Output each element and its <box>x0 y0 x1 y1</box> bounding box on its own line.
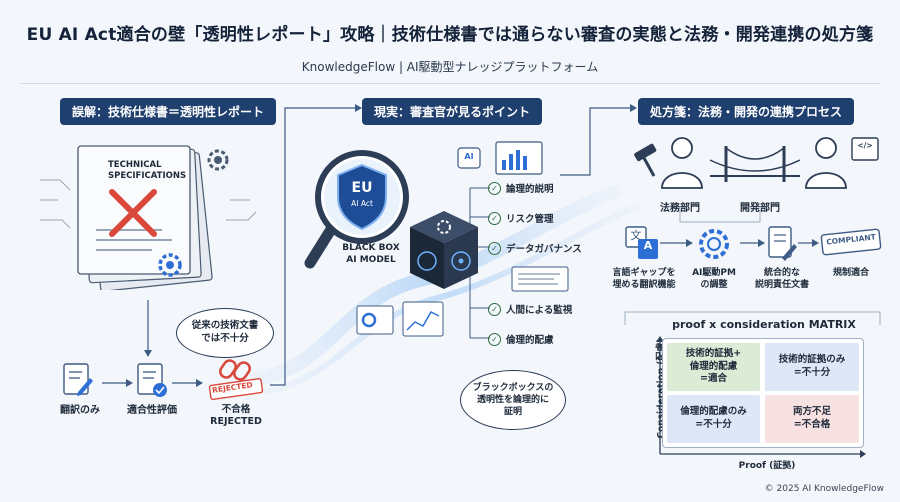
translate-glyph-ja: 文 <box>630 229 642 242</box>
matrix-cell-consideration-only: 倫理的配慮のみ =不十分 <box>667 395 760 443</box>
magnifier-icon <box>304 150 409 269</box>
matrix-x-axis-label: Proof (証拠) <box>738 461 796 471</box>
check-human-oversight: ✓人間による監視 <box>488 302 572 316</box>
matrix-cell-compliant: 技術的証拠+ 倫理的配慮 =適合 <box>667 343 760 391</box>
translate-glyph-en: A <box>643 239 653 252</box>
point-label: 倫理的配慮 <box>506 335 554 346</box>
point-label: リスク管理 <box>506 214 554 225</box>
footer-copyright: © 2025 AI KnowledgeFlow <box>764 484 884 494</box>
black-box-cube-icon <box>410 211 478 289</box>
black-box-label: BLACK BOX AI MODEL <box>342 243 400 265</box>
solution-heading: 処方箋：法務・開発の連携プロセス <box>638 98 855 125</box>
page-title: EU AI Act適合の壁「透明性レポート」攻略｜技術仕様書では通らない審査の実… <box>26 25 874 45</box>
ai-chart-icon <box>457 141 543 175</box>
ai-chip-label: AI <box>464 152 474 161</box>
check-ethics: ✓倫理的配慮 <box>488 332 554 346</box>
eu-badge-subtext: AI Act <box>351 199 373 208</box>
gear-icon <box>207 149 229 171</box>
process-step-ai-pm: AI駆動PM の調整 <box>692 268 736 290</box>
check-risk-management: ✓リスク管理 <box>488 211 554 225</box>
checked-document-icon <box>137 363 167 397</box>
eu-badge-text: EU <box>351 180 373 196</box>
code-icon: </> <box>857 141 873 150</box>
check-data-governance: ✓データガバナンス <box>488 241 582 255</box>
proof-consideration-matrix: 技術的証拠+ 倫理的配慮 =適合 技術的証拠のみ =不十分 倫理的配慮のみ =不… <box>662 338 864 448</box>
reality-heading: 現実：審査官が見るポイント <box>362 98 543 125</box>
misconception-heading: 誤解：技術仕様書＝透明性レポート <box>60 98 277 125</box>
matrix-cell-proof-only: 技術的証拠のみ =不十分 <box>765 343 859 391</box>
process-step-document: 統合的な 説明責任文書 <box>754 268 809 290</box>
flow-step-rejected: 不合格 REJECTED <box>210 404 262 428</box>
flow-step-translate: 翻訳のみ <box>60 405 100 416</box>
matrix-cell-fail: 両方不足 =不合格 <box>765 395 859 443</box>
check-logical-explanation: ✓論理的説明 <box>488 181 554 195</box>
dashboard-icon <box>356 301 444 337</box>
point-label: 人間による監視 <box>506 305 573 316</box>
legal-dev-bridge-illustration <box>634 137 879 189</box>
document-text: TECHNICAL SPECIFICATIONS <box>108 160 187 182</box>
process-step-translation: 言語ギャップを 埋める翻訳機能 <box>612 268 676 290</box>
data-panel-icon <box>511 266 569 292</box>
broken-chain-icon <box>208 359 264 400</box>
gear-icon-blue <box>158 253 182 277</box>
point-label: 論理的説明 <box>506 184 554 195</box>
accountability-document-icon <box>768 226 797 261</box>
translate-icon <box>625 226 658 259</box>
process-step-compliance: 規制適合 <box>832 268 869 278</box>
matrix-title: proof x consideration MATRIX <box>672 318 856 331</box>
header-divider <box>20 83 880 84</box>
transparency-bubble: ブラックボックスの 透明性を論理的に 証明 <box>460 370 566 430</box>
legal-dept-label: 法務部門 <box>660 203 700 214</box>
dev-dept-label: 開発部門 <box>740 203 780 214</box>
technical-document-icon <box>77 145 213 290</box>
flow-step-assessment: 適合性評価 <box>127 405 177 416</box>
edit-document-icon <box>63 363 93 396</box>
page-subtitle: KnowledgeFlow | AI駆動型ナレッジプラットフォーム <box>301 60 599 74</box>
point-label: データガバナンス <box>506 244 582 255</box>
insufficient-bubble: 従来の技術文書 では不十分 <box>176 308 274 358</box>
ai-gear-icon <box>699 229 729 259</box>
compliant-stamp-icon <box>820 228 882 256</box>
